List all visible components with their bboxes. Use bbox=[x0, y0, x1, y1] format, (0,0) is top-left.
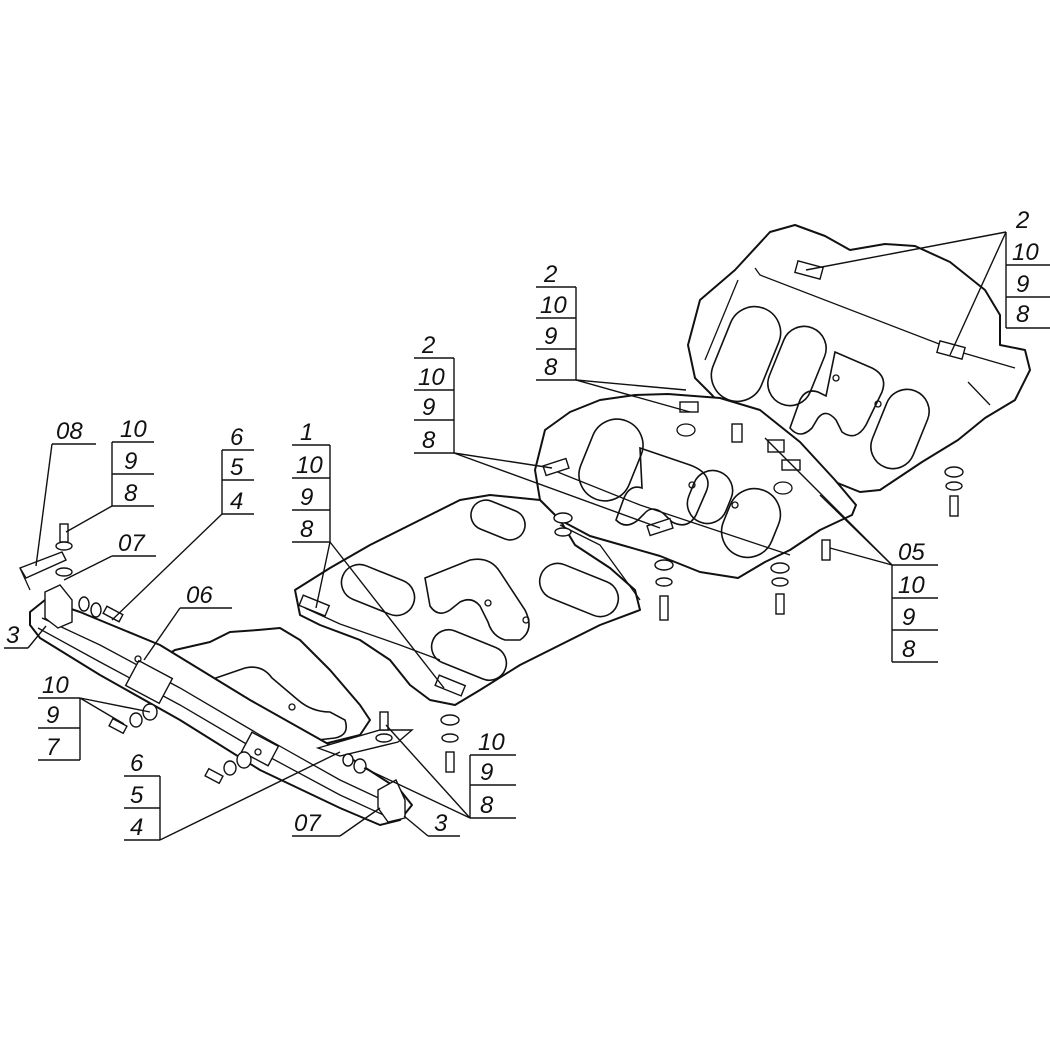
callout-left-bottom-2: 5 bbox=[130, 782, 144, 809]
callout-left-top-1: 10 bbox=[120, 416, 147, 443]
callout-left-mid-2: 9 bbox=[46, 702, 59, 729]
callout-right-1: 05 bbox=[898, 539, 925, 566]
callout-left-mid-1: 10 bbox=[42, 672, 69, 699]
callout-left-654-1: 6 bbox=[230, 424, 244, 451]
callout-mid-2: 10 bbox=[418, 364, 445, 391]
callout-upper-mid-2: 10 bbox=[540, 292, 567, 319]
callout-mid-4: 8 bbox=[422, 427, 436, 454]
leaders bbox=[4, 231, 1050, 841]
label-07-bottom: 07 bbox=[294, 810, 322, 837]
callout-left-654-3: 4 bbox=[230, 488, 243, 515]
label-3-left: 3 bbox=[6, 622, 20, 649]
callout-upper-mid-1: 2 bbox=[543, 261, 557, 288]
callout-left-top-3: 8 bbox=[124, 480, 138, 507]
label-07-top: 07 bbox=[118, 530, 146, 557]
callout-left-mid-3: 7 bbox=[46, 734, 61, 761]
callout-right-3: 9 bbox=[902, 604, 915, 631]
callout-top-right-1: 2 bbox=[1015, 207, 1029, 234]
label-06: 06 bbox=[186, 582, 213, 609]
callout-top-right-3: 9 bbox=[1016, 271, 1029, 298]
fasteners bbox=[55, 401, 964, 785]
callout-right-2: 10 bbox=[898, 572, 925, 599]
label-08: 08 bbox=[56, 418, 83, 445]
callout-upper-mid-3: 9 bbox=[544, 323, 557, 350]
callout-center-3: 9 bbox=[300, 484, 313, 511]
plate-front bbox=[294, 494, 641, 706]
callout-right-4: 8 bbox=[902, 636, 916, 663]
callout-center-4: 8 bbox=[300, 516, 314, 543]
callout-labels: 2 10 9 8 2 10 9 8 2 10 9 8 1 10 9 8 05 1… bbox=[6, 207, 1039, 841]
callout-left-bottom-3: 4 bbox=[130, 814, 143, 841]
callout-bottom-center-2: 9 bbox=[480, 759, 493, 786]
callout-mid-3: 9 bbox=[422, 394, 435, 421]
cross-beam bbox=[29, 584, 413, 826]
callout-left-top-2: 9 bbox=[124, 448, 137, 475]
callout-center-2: 10 bbox=[296, 452, 323, 479]
callout-bottom-center-1: 10 bbox=[478, 729, 505, 756]
callout-center-1: 1 bbox=[300, 419, 313, 446]
callout-bottom-center-3: 8 bbox=[480, 792, 494, 819]
callout-mid-1: 2 bbox=[421, 332, 435, 359]
label-3-bottom: 3 bbox=[434, 810, 448, 837]
callout-left-654-2: 5 bbox=[230, 454, 244, 481]
callout-top-right-2: 10 bbox=[1012, 239, 1039, 266]
callout-upper-mid-4: 8 bbox=[544, 354, 558, 381]
callout-top-right-4: 8 bbox=[1016, 301, 1030, 328]
callout-left-bottom-1: 6 bbox=[130, 750, 144, 777]
strap-08 bbox=[18, 551, 67, 591]
